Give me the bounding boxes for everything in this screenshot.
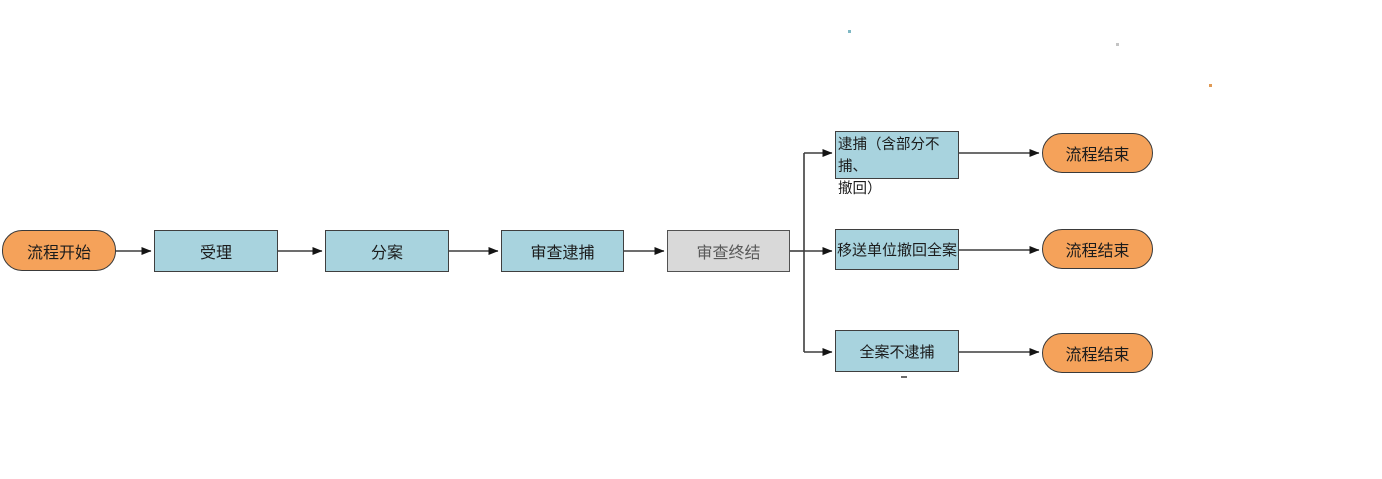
node-review-end[interactable]: 审查终结 [667, 230, 790, 272]
node-start-label: 流程开始 [26, 244, 91, 262]
stray-pixel-gray [1116, 43, 1119, 46]
node-end-top[interactable]: 流程结束 [1042, 133, 1153, 173]
node-assign[interactable]: 分案 [325, 230, 449, 272]
node-branch-arrest[interactable]: 逮捕（含部分不捕、 撤回） [835, 131, 959, 197]
branch-arrest-line1: 逮捕（含部分不捕、 [838, 137, 940, 175]
node-branch-withdraw[interactable]: 移送单位撤回全案 [835, 229, 959, 270]
node-end-bottom[interactable]: 流程结束 [1042, 333, 1153, 373]
node-accept-label: 受理 [199, 245, 232, 262]
node-end-bottom-label: 流程结束 [1065, 347, 1130, 364]
node-end-middle-label: 流程结束 [1065, 243, 1130, 260]
node-branch-no-arrest-label: 全案不逮捕 [859, 343, 935, 361]
node-accept[interactable]: 受理 [154, 230, 278, 272]
stray-pixel-orange [1209, 84, 1212, 87]
node-end-middle[interactable]: 流程结束 [1042, 229, 1153, 269]
stray-mark-dash [901, 376, 907, 378]
node-review-arrest-label: 审查逮捕 [530, 245, 595, 262]
branch-arrest-line2: 撤回） [838, 181, 882, 197]
stray-pixel-blue [848, 30, 851, 33]
node-branch-withdraw-label: 移送单位撤回全案 [836, 242, 957, 259]
node-branch-no-arrest[interactable]: 全案不逮捕 [835, 330, 959, 372]
node-end-top-label: 流程结束 [1065, 147, 1130, 164]
node-assign-label: 分案 [370, 245, 403, 262]
node-start[interactable]: 流程开始 [2, 230, 116, 271]
node-review-end-label: 审查终结 [696, 245, 761, 262]
node-review-arrest[interactable]: 审查逮捕 [501, 230, 624, 272]
node-branch-arrest-label: 逮捕（含部分不捕、 撤回） [836, 132, 958, 200]
